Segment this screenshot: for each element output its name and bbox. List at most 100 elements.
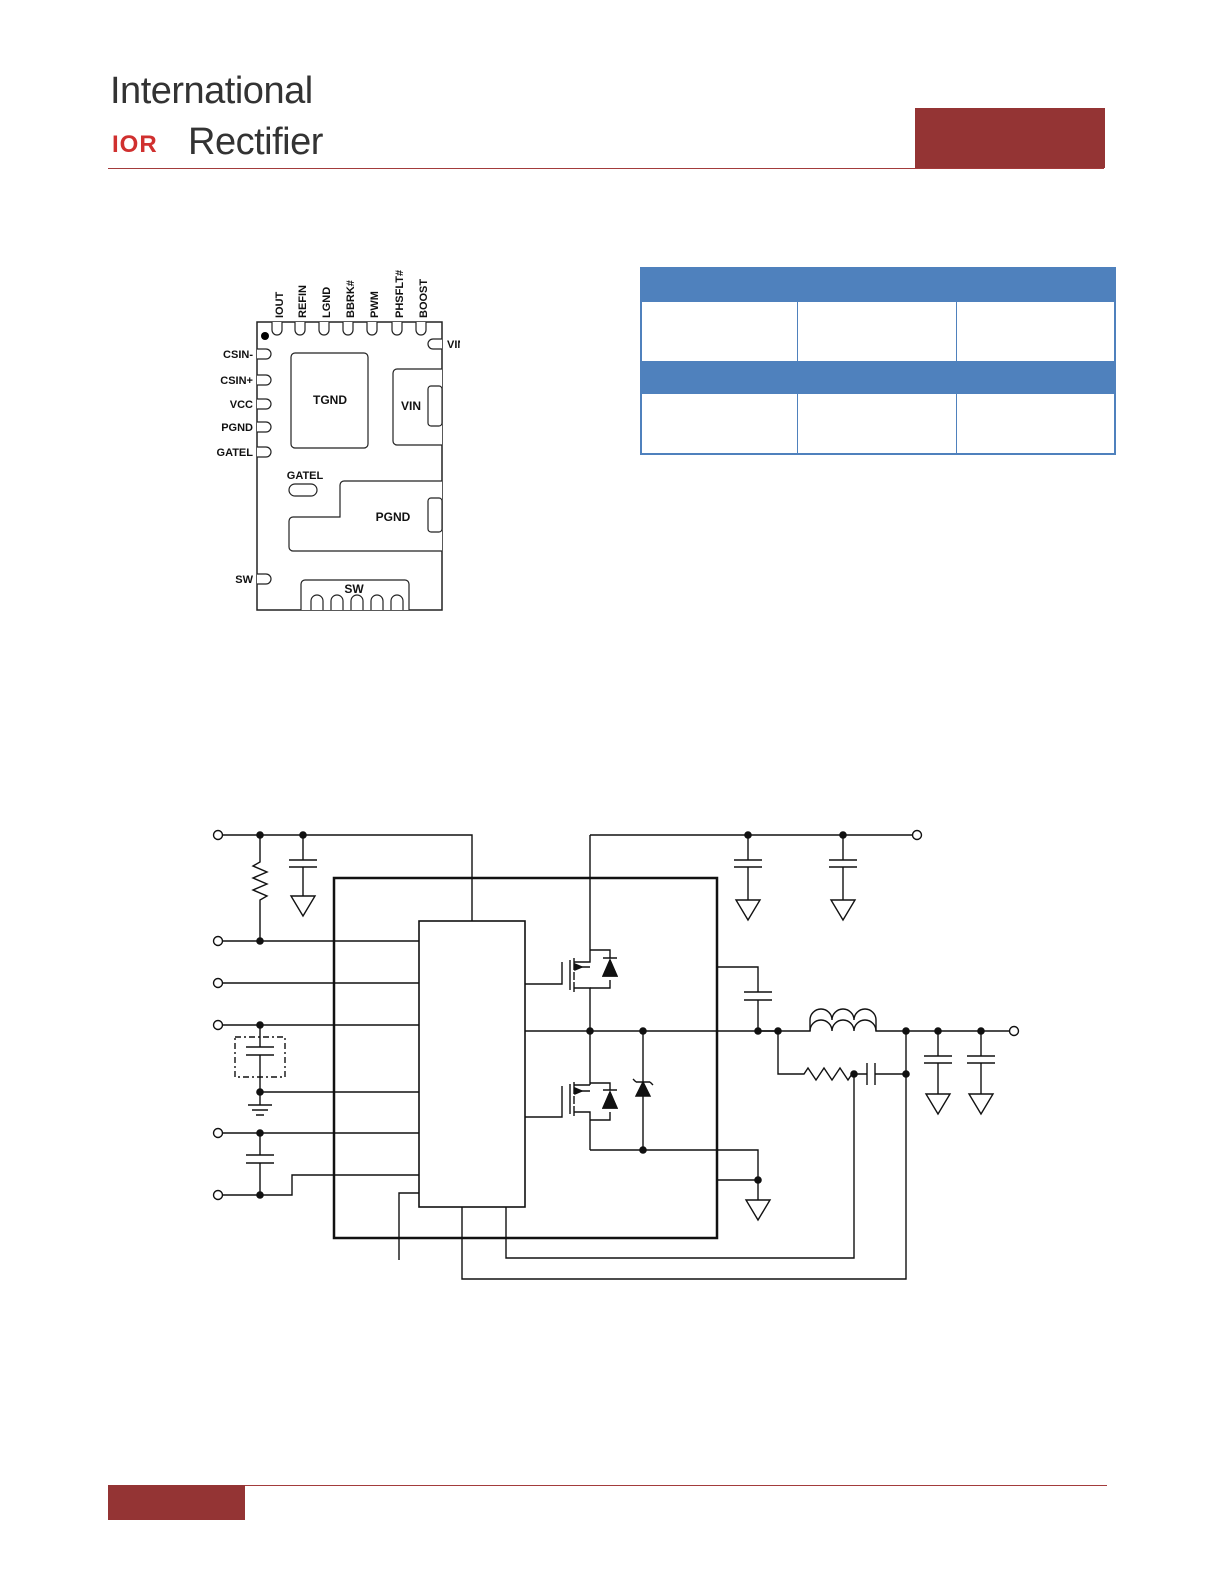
pgnd-pad bbox=[288, 480, 442, 552]
sw-pad-label: SW bbox=[344, 582, 364, 596]
top-pad-4 bbox=[342, 322, 354, 336]
pin-label-iout: IOUT bbox=[274, 291, 286, 318]
table-cell bbox=[797, 301, 957, 361]
table-cell bbox=[956, 393, 1114, 453]
application-schematic bbox=[200, 820, 1040, 1290]
vin-terminal bbox=[911, 829, 923, 841]
ls-arrow bbox=[574, 1086, 584, 1096]
vin-pad-tab bbox=[427, 385, 443, 427]
output-cap-2 bbox=[967, 1031, 995, 1116]
controller-ic bbox=[418, 920, 526, 1208]
sw-pad-finger-1 bbox=[310, 594, 324, 610]
pin-table bbox=[640, 267, 1116, 455]
tgnd-label: TGND bbox=[313, 393, 347, 407]
left-pin-pads bbox=[257, 348, 272, 585]
pin-label-pgnd: PGND bbox=[221, 422, 253, 434]
left-pad-2 bbox=[257, 374, 272, 386]
left-terminals bbox=[212, 829, 224, 1201]
top-pad-1 bbox=[271, 322, 283, 336]
table-cell bbox=[642, 301, 798, 361]
pin-label-pwm: PWM bbox=[369, 291, 381, 318]
top-pad-3 bbox=[318, 322, 330, 336]
pin-label-csin-plus: CSIN+ bbox=[220, 375, 253, 387]
ior-mark-text: IOR bbox=[112, 131, 158, 158]
footer-color-block bbox=[108, 1485, 245, 1520]
hs-arrow bbox=[574, 962, 584, 972]
sw-pad-finger-5 bbox=[390, 594, 404, 610]
pin-label-csin-minus: CSIN- bbox=[223, 349, 253, 361]
brand-line-1: International bbox=[110, 70, 313, 112]
hs-body-diode bbox=[590, 949, 619, 989]
header-rule bbox=[108, 168, 1104, 169]
vin-cap-1 bbox=[734, 835, 762, 922]
left-junctions bbox=[256, 831, 307, 1199]
optional-cap-box bbox=[234, 1036, 286, 1078]
vcc-bypass-cap bbox=[289, 835, 317, 918]
tgnd-pad bbox=[290, 352, 369, 449]
pin-diagram-svg: IOUT REFIN LGND BBRK# PWM PHSFLT# BOOST … bbox=[217, 270, 465, 611]
table-row bbox=[642, 301, 1114, 361]
feedback-line-2 bbox=[461, 1074, 907, 1280]
footer-rule bbox=[245, 1485, 1107, 1486]
schottky-bars bbox=[632, 1078, 654, 1086]
schematic-svg bbox=[212, 829, 1020, 1280]
table-cell bbox=[642, 393, 798, 453]
pin-label-lgnd: LGND bbox=[321, 287, 333, 318]
table-cell bbox=[956, 301, 1114, 361]
output-inductor bbox=[758, 1019, 1010, 1032]
pgnd-pad-label: PGND bbox=[376, 510, 411, 524]
pin-label-bbrk: BBRK# bbox=[345, 280, 357, 318]
bottom-left-cap bbox=[246, 1133, 274, 1195]
table-row bbox=[642, 393, 1114, 453]
table-header-cell bbox=[956, 360, 1114, 394]
schottky-diode bbox=[634, 1080, 652, 1097]
table-header-cell bbox=[642, 269, 798, 302]
pgnd-return bbox=[590, 1149, 759, 1180]
table-header-cell bbox=[797, 360, 957, 394]
inductor-coils bbox=[809, 1008, 877, 1031]
signal-line-5 bbox=[222, 1174, 419, 1196]
brand-word-rectifier: Rectifier bbox=[188, 121, 323, 163]
pin1-marker bbox=[261, 332, 269, 340]
pin-label-vcc: VCC bbox=[230, 399, 253, 411]
signal-cap-line bbox=[246, 1025, 419, 1093]
header-color-block bbox=[915, 108, 1105, 168]
vin-cap-2 bbox=[829, 835, 857, 922]
left-pad-5 bbox=[257, 446, 272, 458]
sw-pad-finger-3 bbox=[350, 594, 364, 610]
company-logo: International IOR Rectifier bbox=[110, 72, 350, 162]
pullup-resistor bbox=[251, 835, 269, 941]
table-header-row bbox=[642, 269, 1114, 302]
sw-pad-finger-2 bbox=[330, 594, 344, 610]
boost-cap bbox=[717, 966, 772, 1031]
top-pin-pads bbox=[271, 322, 427, 336]
output-cap-1 bbox=[924, 1031, 952, 1116]
gatel-pad bbox=[288, 483, 318, 497]
pin-label-gatel: GATEL bbox=[217, 447, 254, 459]
right-pad-vin bbox=[427, 338, 442, 350]
vout-terminal bbox=[1008, 1025, 1020, 1037]
left-pad-6 bbox=[257, 573, 272, 585]
feedback-line-1 bbox=[505, 1074, 855, 1259]
table-cell bbox=[797, 393, 957, 453]
pin-label-vin: VIN bbox=[447, 339, 460, 351]
top-pad-6 bbox=[391, 322, 403, 336]
table-header-row bbox=[642, 360, 1114, 394]
pin-label-boost: BOOST bbox=[418, 279, 430, 318]
left-pad-3 bbox=[257, 398, 272, 410]
top-pad-7 bbox=[415, 322, 427, 336]
pgnd-pad-tab bbox=[427, 497, 443, 533]
high-side-mosfet bbox=[525, 950, 591, 1031]
pin-label-refin: REFIN bbox=[297, 285, 309, 318]
vin-pad-label: VIN bbox=[401, 399, 421, 413]
current-sense-network bbox=[777, 1031, 907, 1085]
left-pad-1 bbox=[257, 348, 272, 360]
table-header-cell bbox=[956, 269, 1114, 302]
table-header-cell bbox=[642, 360, 798, 394]
pgnd-ground bbox=[744, 1180, 772, 1222]
pin-label-sw: SW bbox=[235, 574, 253, 586]
ls-body-diode bbox=[590, 1082, 619, 1121]
ior-logo-mark: IOR bbox=[110, 130, 185, 158]
pin-diagram: IOUT REFIN LGND BBRK# PWM PHSFLT# BOOST … bbox=[200, 265, 465, 620]
bottom-left-line bbox=[398, 1192, 419, 1260]
